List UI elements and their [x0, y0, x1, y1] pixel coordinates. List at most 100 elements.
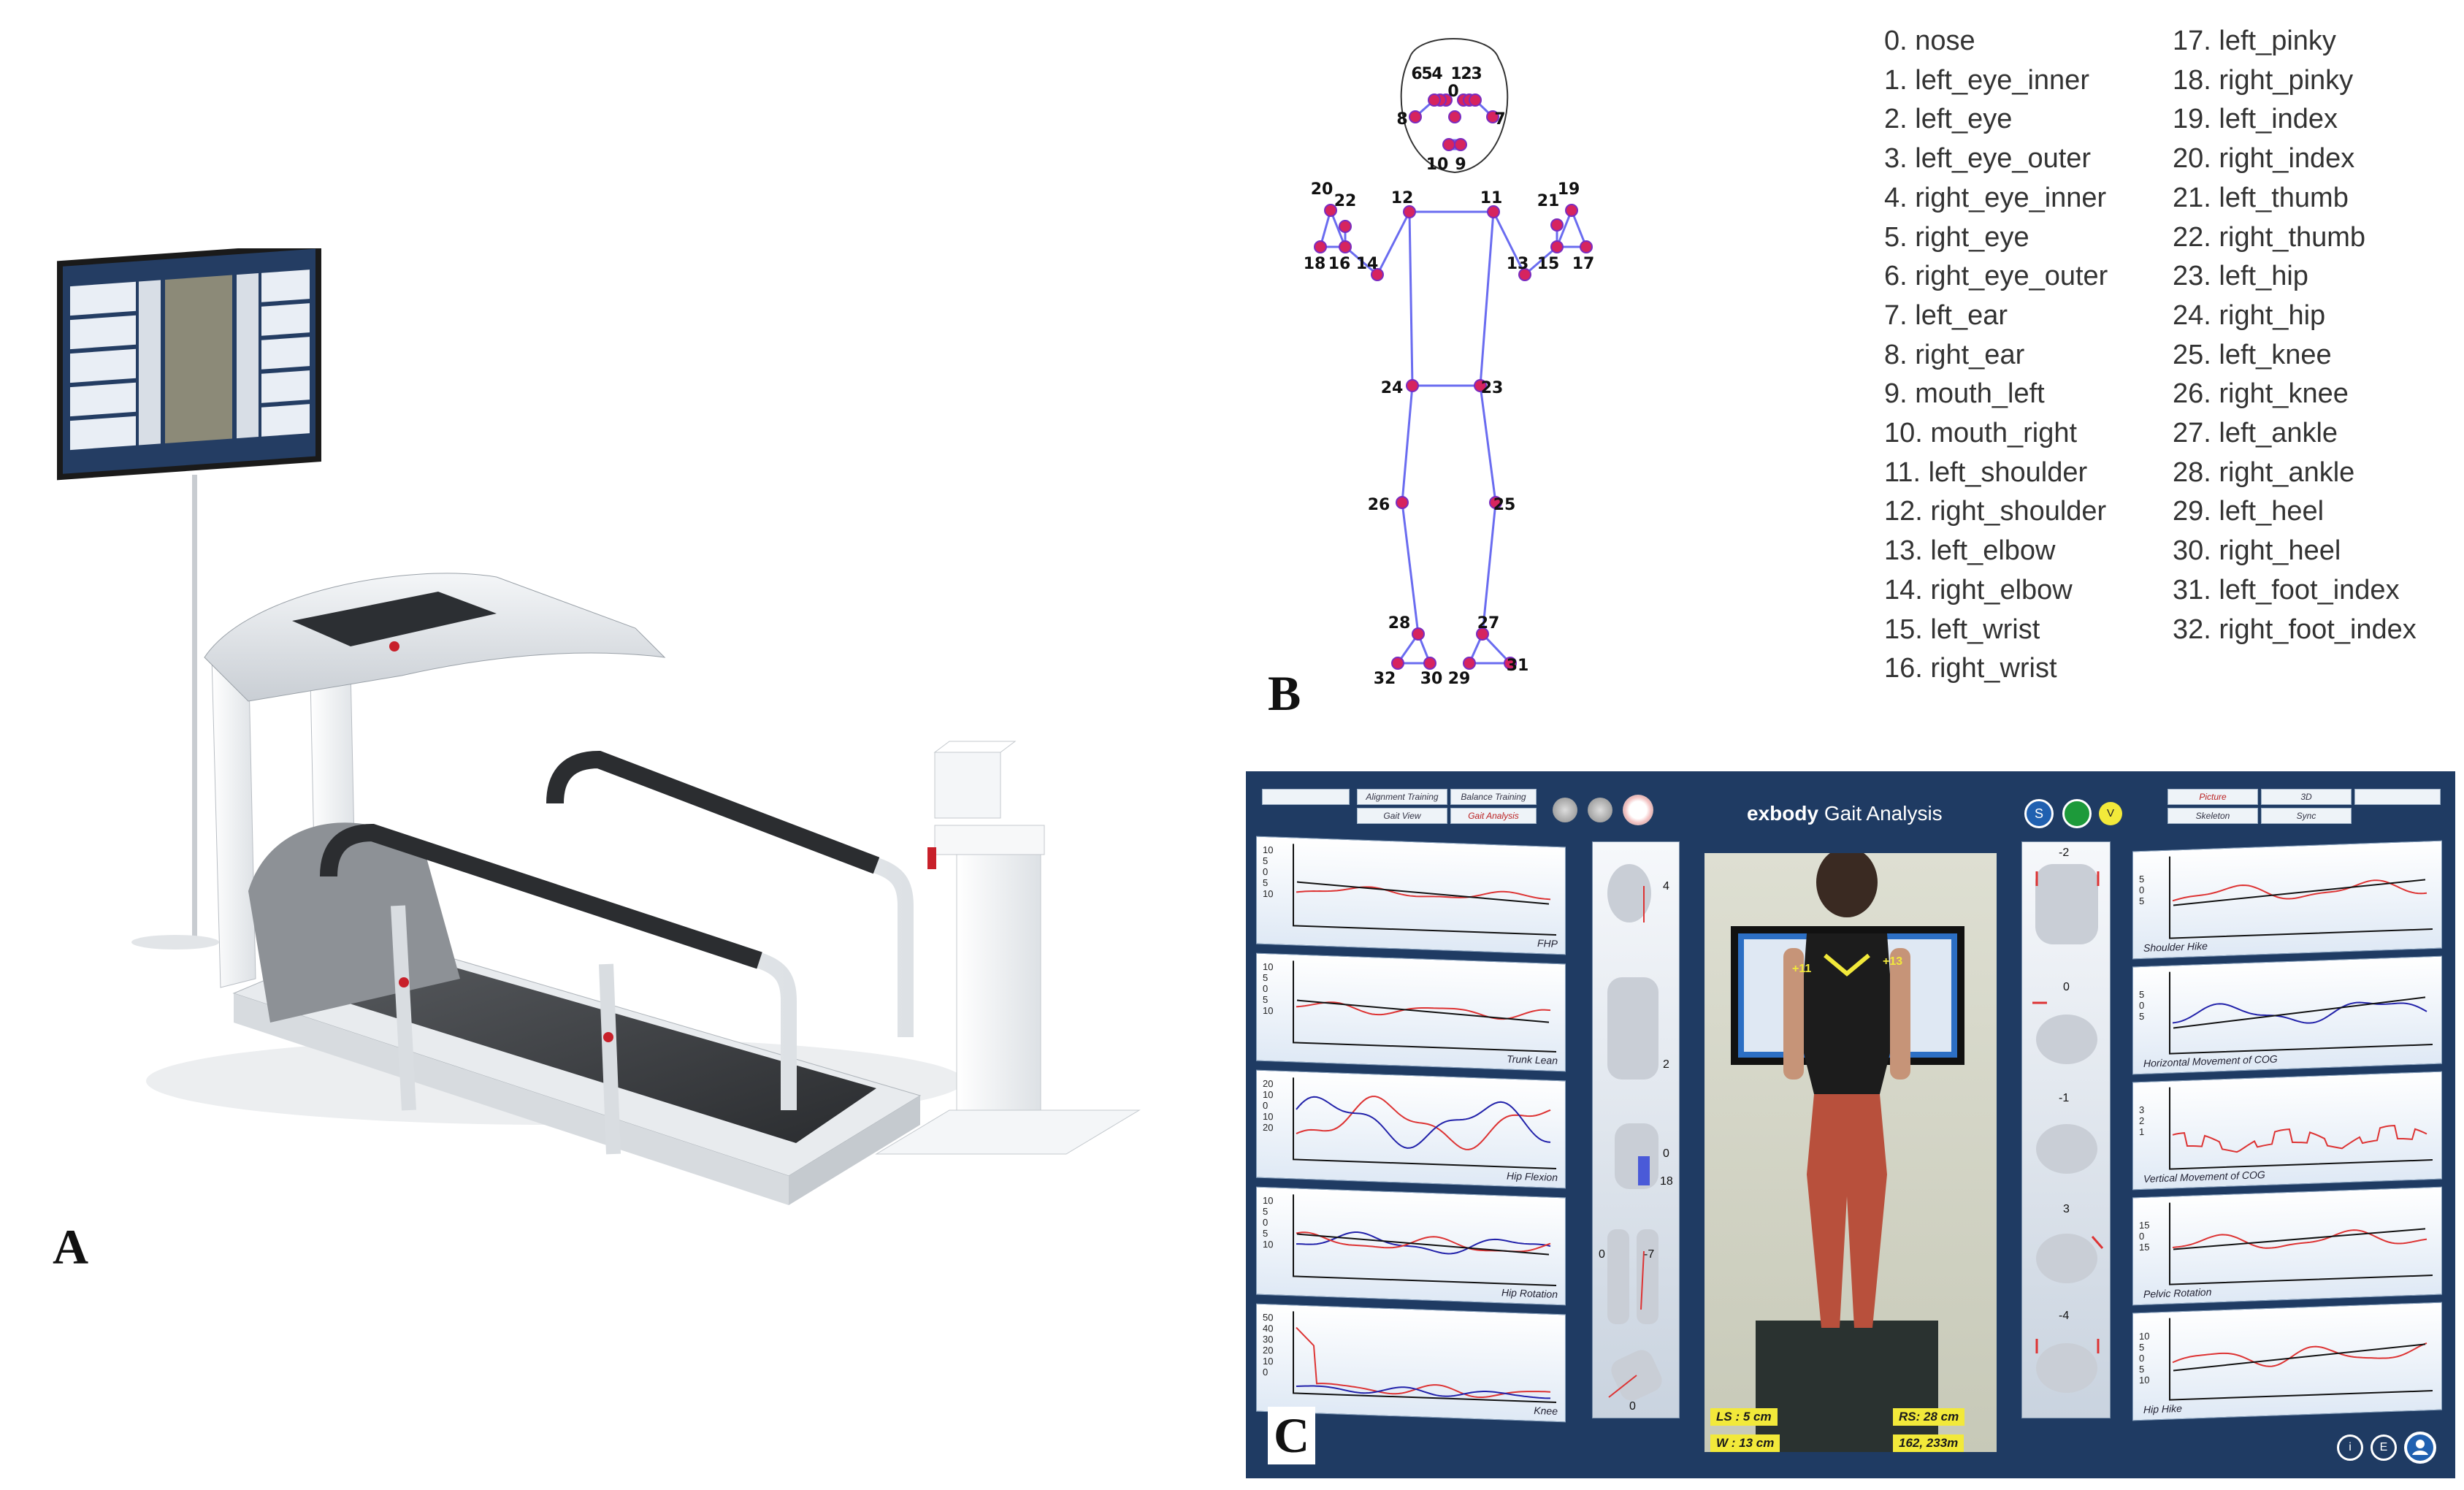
gait-analysis-button[interactable]: Gait Analysis: [1450, 808, 1537, 824]
landmark-point: [1448, 110, 1461, 123]
landmark-number: 12: [1391, 189, 1414, 207]
user-glyph: [2407, 1434, 2433, 1461]
stop-control-icon[interactable]: [1623, 795, 1653, 825]
landmark-legend-column-1: 0. nose 1. left_eye_inner 2. left_eye 3.…: [1884, 22, 2108, 689]
landmark-item: 18. right_pinky: [2173, 64, 2354, 96]
brand-name: exbody: [1747, 802, 1819, 825]
v-status-icon[interactable]: V: [2099, 802, 2122, 825]
landmark-number: 11: [1480, 189, 1503, 207]
left-body-illustration: [1607, 864, 1662, 1401]
blank-button[interactable]: [1262, 789, 1350, 805]
graph-cog-vertical: 3 2 1 Vertical Movement of COG: [2132, 1071, 2442, 1191]
skeleton-edge: [1479, 385, 1497, 503]
landmark-point: [1454, 138, 1467, 151]
landmark-item: 24. right_hip: [2173, 299, 2326, 331]
landmark-item: 2. left_eye: [1884, 104, 2013, 135]
landmark-number: 28: [1388, 614, 1411, 633]
distance-readout: 162, 233m: [1893, 1434, 1964, 1452]
landmark-point: [1550, 240, 1564, 253]
export-icon[interactable]: E: [2371, 1434, 2397, 1461]
picture-button[interactable]: Picture: [2168, 789, 2258, 805]
graph-label: Pelvic Rotation: [2143, 1285, 2212, 1300]
landmark-point: [1409, 110, 1422, 123]
landmark-point: [1476, 627, 1489, 641]
graph-hip-flexion-lines: [1293, 1077, 1556, 1169]
graph-label: Hip Rotation: [1501, 1286, 1558, 1301]
landmark-point: [1324, 204, 1337, 217]
landmark-number: 13: [1507, 255, 1529, 273]
landmark-number: 31: [1507, 657, 1529, 675]
skeleton-button[interactable]: Skeleton: [2168, 808, 2258, 824]
record-control-icon[interactable]: [1553, 798, 1577, 822]
skeleton-edge: [1481, 502, 1497, 635]
landmark-number: 20: [1311, 180, 1334, 199]
panel-label-c: C: [1268, 1407, 1316, 1464]
graph-label: Trunk Lean: [1507, 1052, 1558, 1067]
skeleton-edge: [1401, 502, 1420, 635]
gait-view-button[interactable]: Gait View: [1357, 808, 1447, 824]
landmark-item: 27. left_ankle: [2173, 418, 2338, 449]
graph-label: Hip Flexion: [1506, 1169, 1558, 1184]
landmark-item: 29. left_heel: [2173, 496, 2325, 527]
graph-cog-horizontal: 5 0 5 Horizontal Movement of COG: [2132, 955, 2442, 1075]
landmark-point: [1442, 138, 1455, 151]
left-step-length: LS : 5 cm: [1710, 1408, 1778, 1426]
s-status-icon[interactable]: S: [2024, 799, 2054, 828]
graph-knee-lines: [1293, 1311, 1556, 1403]
treadmill-illustration: [57, 248, 1141, 1205]
gait-analysis-screen: Alignment Training Balance Training Gait…: [1246, 771, 2455, 1478]
info-icon[interactable]: i: [2337, 1434, 2363, 1461]
landmark-item: 3. left_eye_outer: [1884, 143, 2092, 175]
graph-trunk-lean-lines: [1293, 960, 1556, 1052]
graph-knee: 50 40 30 20 10 0 Knee: [1256, 1303, 1566, 1423]
landmark-number: 5: [1421, 65, 1432, 83]
landmark-number: 25: [1493, 496, 1516, 514]
skeleton-edge: [1344, 245, 1378, 276]
landmark-number: 24: [1381, 379, 1404, 397]
skeleton-edge: [1408, 211, 1414, 386]
landmark-legend: 0. nose 1. left_eye_inner 2. left_eye 3.…: [1884, 22, 2461, 701]
landmark-number: 26: [1368, 496, 1390, 514]
landmark-point: [1396, 496, 1409, 509]
blank-top-right-button[interactable]: [2354, 789, 2441, 805]
graph-fhp-lines: [1293, 844, 1556, 936]
landmark-number: 17: [1572, 255, 1595, 273]
graph-pelvic-rotation-lines: [2169, 1202, 2433, 1285]
left-shoulder-value: +11: [1792, 963, 1812, 975]
graph-hip-hike-lines: [2169, 1318, 2433, 1401]
landmark-item: 22. right_thumb: [2173, 221, 2366, 253]
landmark-point: [1314, 240, 1327, 253]
step-width: W : 13 cm: [1710, 1434, 1780, 1452]
landmark-number: 10: [1426, 156, 1449, 174]
landmark-item: 11. left_shoulder: [1884, 456, 2088, 488]
landmark-point: [1406, 379, 1419, 392]
landmark-item: 17. left_pinky: [2173, 26, 2336, 56]
user-profile-icon[interactable]: [2404, 1432, 2436, 1464]
graph-trunk-lean: 10 5 0 5 10 Trunk Lean: [1256, 952, 1566, 1072]
landmark-number: 18: [1304, 255, 1326, 273]
graph-label: Shoulder Hike: [2143, 939, 2208, 954]
landmark-number: 29: [1448, 670, 1471, 688]
landmark-number: 1: [1450, 65, 1461, 83]
hip-hike-value: -4: [2059, 1310, 2070, 1322]
balance-training-button[interactable]: Balance Training: [1450, 789, 1537, 805]
landmark-item: 13. left_elbow: [1884, 535, 2056, 567]
green-status-icon[interactable]: [2062, 799, 2092, 828]
graph-hip-flexion: 20 10 0 10 20 Hip Flexion: [1256, 1069, 1566, 1189]
landmark-item: 25. left_knee: [2173, 339, 2332, 370]
video-subject: [1731, 853, 1964, 1452]
pause-control-icon[interactable]: [1588, 798, 1612, 822]
sync-button[interactable]: Sync: [2261, 808, 2352, 824]
shoulder-hike-value: -2: [2059, 847, 2070, 859]
alignment-training-button[interactable]: Alignment Training: [1357, 789, 1447, 805]
hip-flexion-value-2: 18: [1660, 1175, 1673, 1188]
3d-button[interactable]: 3D: [2261, 789, 2352, 805]
landmark-item: 26. right_knee: [2173, 378, 2349, 410]
landmark-item: 8. right_ear: [1884, 339, 2025, 370]
face-outline: [1400, 38, 1509, 174]
landmark-number: 30: [1420, 670, 1443, 688]
video-feed: +11 +13 LS : 5 cm RS: 28 cm W : 13 cm 16…: [1704, 853, 1997, 1452]
graph-shoulder-hike: 5 0 5 Shoulder Hike: [2132, 840, 2442, 960]
skeleton-edge: [1376, 211, 1411, 275]
graph-fhp: 10 5 0 5 10 FHP: [1256, 836, 1566, 955]
